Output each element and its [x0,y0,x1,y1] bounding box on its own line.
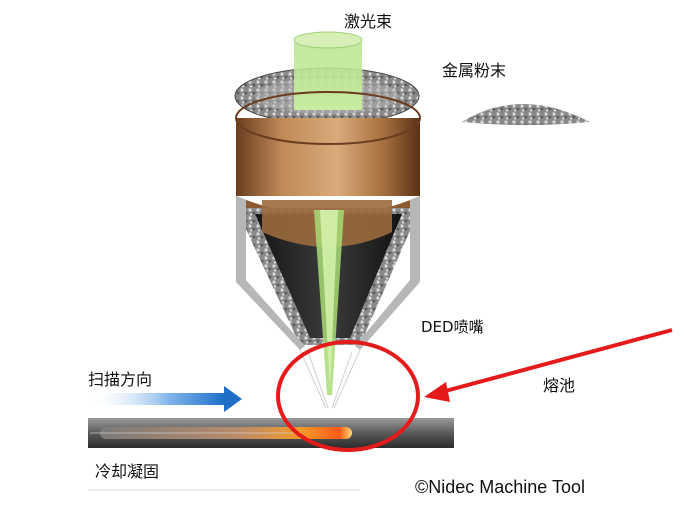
laser-beam-label: 激光束 [344,12,393,31]
melt-pool-highlight [276,328,673,452]
substrate-plate [88,418,454,448]
copyright-text: ©Nidec Machine Tool [415,477,586,497]
melt-pool-label: 熔池 [543,376,576,395]
powder-spray [299,349,361,409]
ded-nozzle-label: DED喷嘴 [421,318,484,336]
metal-powder-pile [462,104,590,125]
cooling-solidification-label: 冷却凝固 [95,462,160,481]
laser-beam-top [293,31,363,110]
metal-powder-label: 金属粉末 [442,61,507,80]
scan-direction-arrow [88,386,242,412]
laser-beam-cone [314,210,344,395]
scan-direction-label: 扫描方向 [88,370,153,389]
